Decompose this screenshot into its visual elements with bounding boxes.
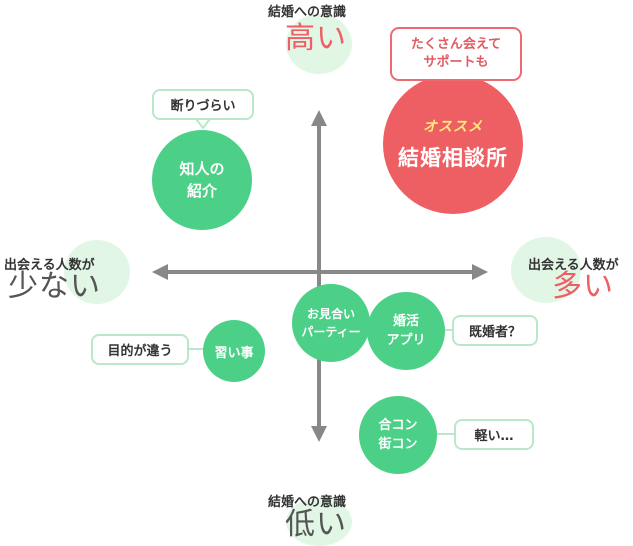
dating-app-circle: 婚活 アプリ [367,292,445,370]
left-axis-blob [64,240,130,304]
agency-callout-line-2: サポートも [423,55,489,70]
lessons-circle: 習い事 [203,320,265,382]
acquaintance-line-2: 紹介 [186,182,217,200]
lessons-line-1: 習い事 [214,345,254,361]
app-line-2: アプリ [386,333,426,348]
party-line-1: お見合い [306,307,355,321]
goukon-callout: 軽い… [454,419,534,450]
top-axis-blob [286,14,352,74]
acquaintance-line-1: 知人の [179,160,225,178]
recommend-tag: オススメ [423,119,483,135]
agency-callout-line-1: たくさん会えて [410,37,502,52]
app-callout: 既婚者？ [452,315,538,346]
right-axis-caption: 出会える人数が [528,258,619,273]
right-axis-blob [511,237,581,303]
acquaintance-callout: 断りづらい [152,89,254,120]
left-axis-value: 少ない [8,269,101,304]
party-line-2: パーティー [301,325,361,339]
bottom-axis-value: 低い [285,507,347,542]
agency-callout: たくさん会えて サポートも [390,27,522,81]
left-axis-caption: 出会える人数が [4,258,95,273]
goukon-line-1: 合コン [378,418,418,433]
marriage-agency-circle: オススメ 結婚相談所 [383,74,523,214]
top-axis-caption: 結婚への意識 [268,5,347,20]
top-axis-value: 高い [285,21,347,56]
bottom-axis-caption: 結婚への意識 [268,495,347,510]
bottom-axis-blob [286,498,352,546]
goukon-circle: 合コン 街コン [359,396,437,474]
app-line-1: 婚活 [392,314,419,329]
marriage-agency-label: 結婚相談所 [398,146,508,170]
right-axis-value: 多い [552,269,614,304]
tail-acquaintance [193,118,213,130]
goukon-line-2: 街コン [378,437,418,452]
lessons-callout: 目的が違う [91,334,189,365]
omiai-party-circle: お見合い パーティー [292,284,370,362]
acquaintance-intro-circle: 知人の 紹介 [152,130,252,230]
